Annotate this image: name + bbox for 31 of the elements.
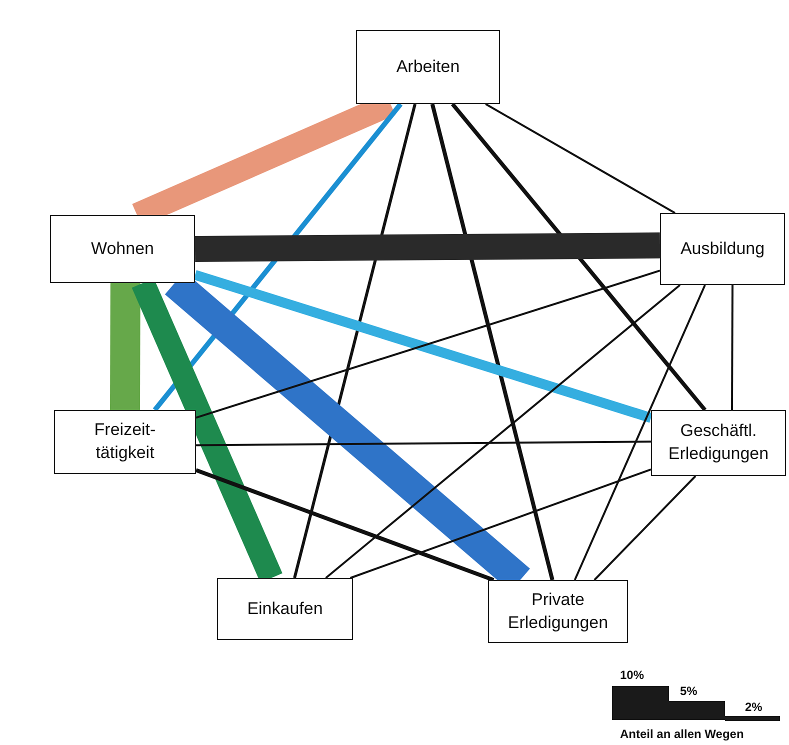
legend-caption: Anteil an allen Wegen <box>620 727 744 741</box>
connector-line <box>325 284 681 579</box>
activity-box <box>54 410 196 474</box>
legend-label: 2% <box>745 700 762 714</box>
connector-line <box>594 475 696 581</box>
connector-line <box>450 102 707 412</box>
activity-label: Geschäftl. Erledigungen <box>667 420 770 465</box>
activity-label: Arbeiten <box>396 56 460 78</box>
connector-line <box>194 232 660 262</box>
connector-line <box>293 104 416 578</box>
activity-box <box>651 410 786 476</box>
connector-line <box>195 468 494 582</box>
activity-label: Ausbildung <box>680 238 765 260</box>
activity-label: Wohnen <box>90 238 154 260</box>
activity-box <box>356 30 500 104</box>
legend-label: 10% <box>620 668 644 682</box>
activity-box <box>217 578 353 640</box>
connector-line <box>350 468 652 579</box>
activity-box <box>488 580 628 643</box>
connector-line <box>485 103 676 214</box>
connector-line <box>731 285 734 410</box>
connector-line <box>110 282 140 410</box>
activity-box <box>50 215 195 283</box>
connector-line <box>574 284 706 580</box>
legend-label: 5% <box>680 684 698 698</box>
activity-label: Private Erledigungen <box>506 588 610 634</box>
activity-label: Einkaufen <box>247 598 323 620</box>
activity-label: Freizeit- tätigkeit <box>93 419 157 464</box>
activity-box <box>660 213 785 285</box>
connector-line <box>196 440 651 446</box>
connector-line <box>430 104 554 580</box>
